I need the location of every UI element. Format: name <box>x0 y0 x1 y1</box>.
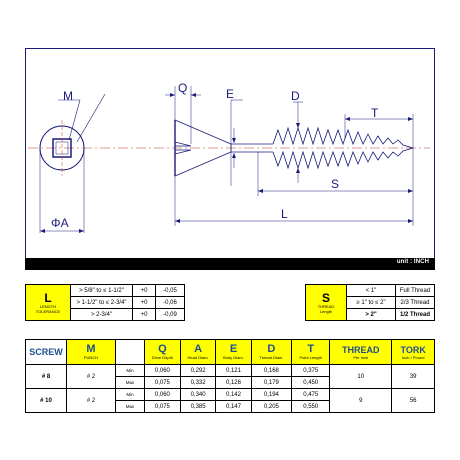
screw-punch: # 2 <box>66 364 116 389</box>
label-l: L <box>281 207 288 221</box>
value-q-min: 0,060 <box>144 388 181 401</box>
header-m: M PUNCH <box>66 339 116 365</box>
header-e: E Body Diam. <box>215 339 252 365</box>
label-d: D <box>291 89 300 103</box>
header-screw: SCREW <box>25 339 67 365</box>
label-phi-a: ΦA <box>51 216 69 230</box>
value-e-max: 0,126 <box>215 376 252 389</box>
length-letter: L <box>44 290 52 305</box>
thread-value: Full Thread <box>395 284 435 297</box>
value-d-min: 0,168 <box>250 364 293 377</box>
drawing-frame <box>25 48 435 270</box>
length-minus: -0,06 <box>155 296 185 309</box>
header-thread-sub: Per Inch <box>353 354 369 360</box>
screw-punch: # 2 <box>66 388 116 413</box>
dimension-lines <box>165 86 414 226</box>
header-tork-title: TORK <box>400 344 426 355</box>
value-t-min: 0,475 <box>291 388 331 401</box>
screw-size: # 8 <box>25 364 67 389</box>
value-a-min: 0,340 <box>179 388 217 401</box>
label-s: S <box>331 177 339 191</box>
header-minmax <box>115 339 145 365</box>
max-label: Max <box>115 376 145 389</box>
screw-side-view <box>174 119 414 177</box>
length-plus: +0 <box>132 284 156 297</box>
thread-caption-line2: Length <box>319 308 333 314</box>
length-caption-line1: LENGTH <box>39 303 57 309</box>
label-e: E <box>226 87 234 101</box>
thread-value: 2/3 Thread <box>395 296 435 309</box>
label-m: M <box>63 89 73 103</box>
header-d-letter: D <box>267 343 276 355</box>
header-e-letter: E <box>229 343 238 355</box>
label-q: Q <box>178 81 187 95</box>
head-end-view <box>39 93 106 233</box>
header-thread: THREAD Per Inch <box>329 339 393 365</box>
value-q-min: 0,060 <box>144 364 181 377</box>
header-thread-title: THREAD <box>342 344 380 355</box>
value-a-max: 0,332 <box>179 376 217 389</box>
value-e-min: 0,121 <box>215 364 252 377</box>
header-t-sub: Point Length <box>299 355 322 360</box>
thread-range: < 1" <box>346 284 396 297</box>
header-m-letter: M <box>86 343 96 355</box>
thread-caption-line1: THREAD <box>317 303 335 309</box>
thread-letter: S <box>321 290 330 305</box>
header-a-sub: Head Diam. <box>187 355 209 360</box>
length-minus: -0,05 <box>155 284 185 297</box>
value-d-max: 0,205 <box>250 400 293 413</box>
header-t: T Point Length <box>291 339 331 365</box>
length-plus: +0 <box>132 308 156 321</box>
min-label: Min <box>115 364 145 377</box>
unit-label: unit : INCH <box>396 259 429 265</box>
value-q-max: 0,075 <box>144 376 181 389</box>
value-tork: 39 <box>391 364 435 389</box>
length-minus: -0,09 <box>155 308 185 321</box>
header-tork: TORK Inch / Pound <box>391 339 435 365</box>
header-d: D Thread Diam. <box>250 339 293 365</box>
header-q-sub: Drive Depth <box>151 355 173 360</box>
header-tork-sub: Inch / Pound <box>401 354 425 360</box>
length-range: > 2-3/4" <box>70 308 133 321</box>
min-label: Min <box>115 388 145 401</box>
value-t-min: 0,375 <box>291 364 331 377</box>
thread-range: > 2" <box>346 308 396 321</box>
value-e-max: 0,147 <box>215 400 252 413</box>
length-caption-line2: TOLERANCE <box>35 308 61 314</box>
length-range: > 5/8" to ≤ 1-1/2" <box>70 284 133 297</box>
header-a: A Head Diam. <box>179 339 217 365</box>
value-thread: 10 <box>329 364 393 389</box>
thread-range: ≥ 1" to ≤ 2" <box>346 296 396 309</box>
value-t-max: 0,550 <box>291 400 331 413</box>
value-t-max: 0,450 <box>291 376 331 389</box>
length-range: > 1-1/2" to ≤ 2-3/4" <box>70 296 133 309</box>
header-d-sub: Thread Diam. <box>259 355 284 360</box>
value-a-min: 0,292 <box>179 364 217 377</box>
header-e-sub: Body Diam. <box>223 355 244 360</box>
length-tolerance-header: L LENGTH TOLERANCE <box>25 284 71 321</box>
value-a-max: 0,385 <box>179 400 217 413</box>
header-t-letter: T <box>307 343 315 355</box>
value-d-max: 0,179 <box>250 376 293 389</box>
header-m-sub: PUNCH <box>83 355 99 360</box>
value-q-max: 0,075 <box>144 400 181 413</box>
unit-bar: unit : INCH <box>25 258 435 270</box>
screw-technical-drawing: M ΦA <box>25 48 435 270</box>
thread-length-table: S THREAD Length < 1" Full Thread ≥ 1" to… <box>305 284 435 321</box>
value-e-min: 0,142 <box>215 388 252 401</box>
value-tork: 56 <box>391 388 435 413</box>
thread-value: 1/2 Thread <box>395 308 435 321</box>
thread-length-header: S THREAD Length <box>305 284 347 321</box>
header-q: Q Drive Depth <box>144 339 181 365</box>
header-a-letter: A <box>194 343 203 355</box>
length-tolerance-table: L LENGTH TOLERANCE > 5/8" to ≤ 1-1/2" +0… <box>25 284 185 321</box>
max-label: Max <box>115 400 145 413</box>
length-plus: +0 <box>132 296 156 309</box>
value-d-min: 0,194 <box>250 388 293 401</box>
header-q-letter: Q <box>158 343 167 355</box>
value-thread: 9 <box>329 388 393 413</box>
screw-size: # 10 <box>25 388 67 413</box>
screw-spec-table: SCREW M PUNCH Q Drive Depth A Head Diam.… <box>25 339 435 413</box>
label-t: T <box>371 106 379 120</box>
